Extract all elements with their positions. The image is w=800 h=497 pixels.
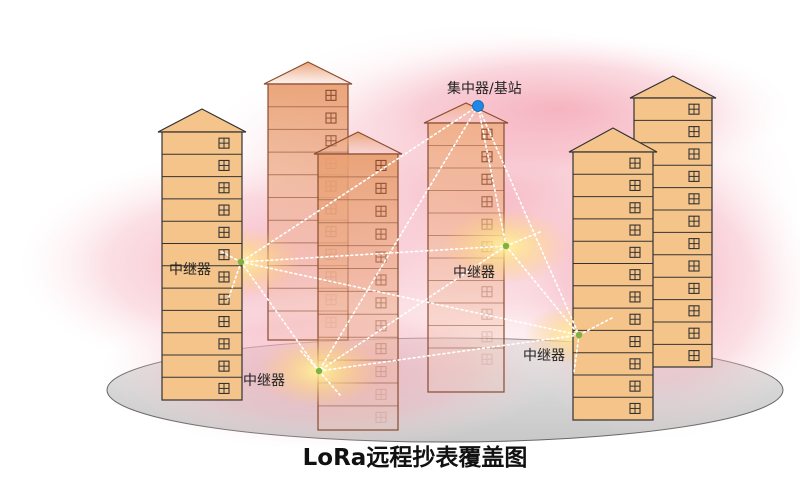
diagram-caption: LoRa远程抄表覆盖图 <box>0 438 800 472</box>
gateway-label: 集中器/基站 <box>447 80 522 97</box>
relay-label-center: 中继器 <box>453 265 495 281</box>
relay-node-icon <box>503 243 509 249</box>
gateway-node-icon <box>473 101 484 112</box>
relay-node-icon <box>576 332 582 338</box>
building <box>158 109 246 400</box>
relay-label-right: 中继器 <box>523 348 565 364</box>
relay-label-left: 中继器 <box>169 262 211 278</box>
relay-node-icon <box>238 259 244 265</box>
relay-label-bottom: 中继器 <box>243 373 285 389</box>
building <box>569 128 657 420</box>
relay-node-icon <box>316 368 322 374</box>
